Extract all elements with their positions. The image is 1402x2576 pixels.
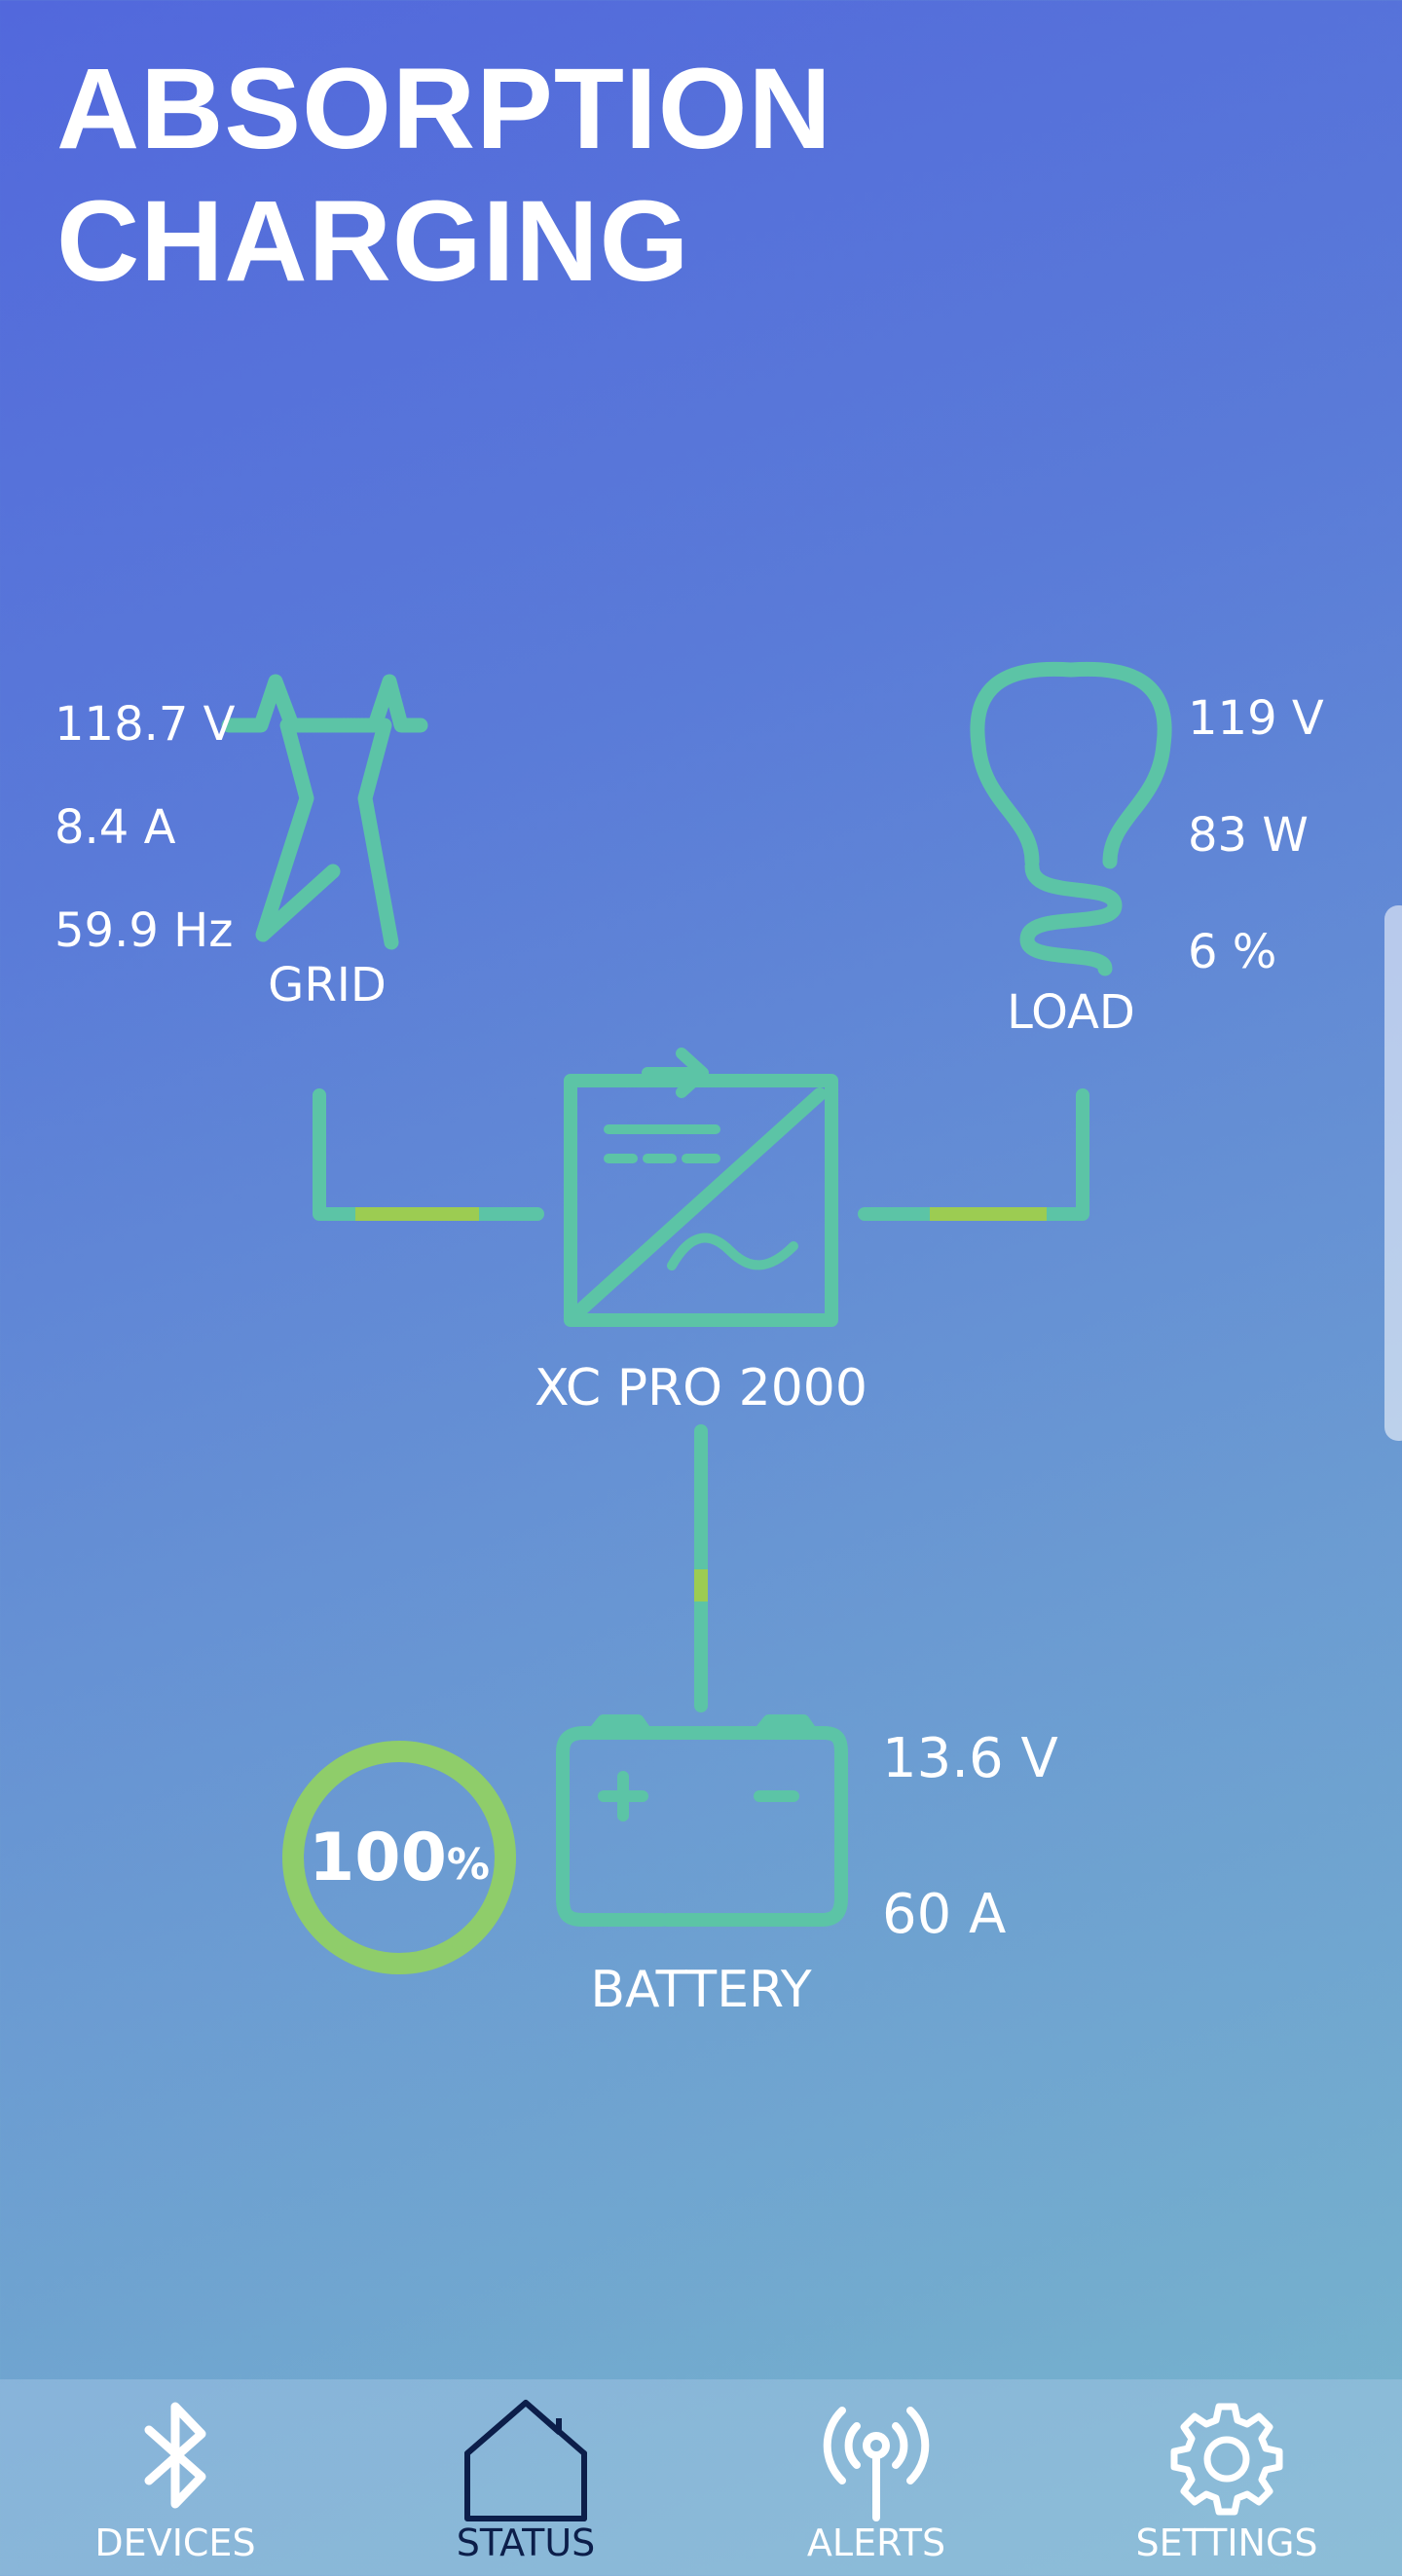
battery-soc-readout: 100% — [282, 1741, 516, 1974]
battery-soc-ring — [282, 1741, 516, 1974]
grid-label: GRID — [268, 958, 387, 1012]
load-voltage: 119 V — [1188, 691, 1324, 746]
gear-icon — [1170, 2403, 1283, 2516]
bottom-nav-bar: DEVICES STATUS ALERTS — [0, 2379, 1402, 2576]
bluetooth-icon — [144, 2402, 206, 2509]
load-power: 83 W — [1188, 808, 1309, 863]
lightbulb-icon — [970, 661, 1172, 976]
load-percent: 6 % — [1188, 925, 1277, 979]
grid-voltage: 118.7 V — [55, 697, 236, 752]
title-line-1: ABSORPTION — [56, 45, 832, 173]
load-connection-line — [858, 1088, 1089, 1221]
nav-item-devices[interactable]: DEVICES — [0, 2379, 350, 2576]
nav-item-alerts[interactable]: ALERTS — [701, 2379, 1052, 2576]
nav-label-devices: DEVICES — [94, 2521, 256, 2564]
inverter-charger-icon — [564, 1048, 838, 1327]
page-title: ABSORPTION CHARGING — [56, 43, 832, 308]
grid-connection-line — [313, 1088, 544, 1221]
battery-label: BATTERY — [590, 1961, 812, 2019]
nav-label-alerts: ALERTS — [806, 2521, 946, 2564]
grid-current: 8.4 A — [55, 800, 176, 855]
nav-item-status[interactable]: STATUS — [350, 2379, 701, 2576]
power-tower-icon — [221, 674, 428, 950]
home-icon — [464, 2400, 587, 2521]
battery-icon — [556, 1714, 848, 1927]
power-flow-diagram — [221, 661, 1172, 1927]
title-line-2: CHARGING — [56, 177, 690, 306]
battery-current: 60 A — [882, 1883, 1007, 1946]
inverter-label: XC PRO 2000 — [535, 1359, 867, 1417]
grid-frequency: 59.9 Hz — [55, 903, 234, 958]
load-label: LOAD — [1007, 985, 1135, 1040]
antenna-icon — [823, 2407, 930, 2521]
battery-soc-value: 100 — [308, 1819, 447, 1896]
battery-soc-arc — [282, 1741, 516, 1974]
nav-label-status: STATUS — [456, 2521, 596, 2564]
battery-voltage: 13.6 V — [882, 1727, 1058, 1790]
battery-soc-unit: % — [446, 1839, 491, 1890]
side-drawer-handle[interactable] — [1384, 905, 1402, 1441]
nav-item-settings[interactable]: SETTINGS — [1052, 2379, 1402, 2576]
nav-label-settings: SETTINGS — [1135, 2521, 1318, 2564]
